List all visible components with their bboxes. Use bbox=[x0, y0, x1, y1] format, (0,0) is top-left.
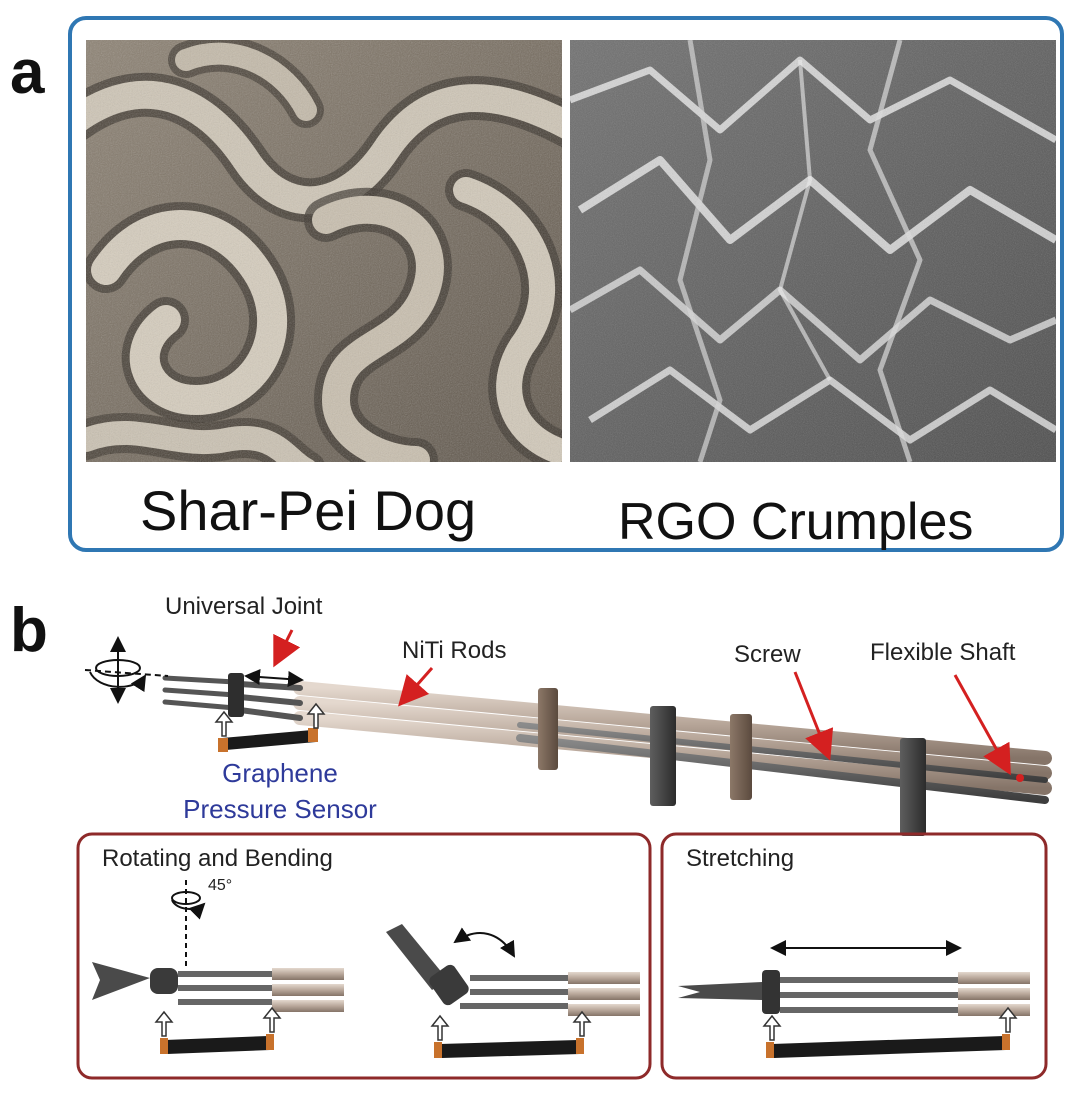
flexible-shaft-pointer bbox=[953, 674, 1011, 776]
shar-pei-dog-caption: Shar-Pei Dog bbox=[140, 479, 477, 542]
inset-rotating-frame bbox=[76, 832, 652, 1080]
graphene-sensor bbox=[214, 702, 326, 752]
rgo-crumples-micrograph bbox=[570, 40, 1056, 462]
rgo-crumples-caption: RGO Crumples bbox=[618, 493, 974, 551]
angle-label: 45° bbox=[208, 877, 232, 894]
niti-rods-pointer bbox=[398, 667, 434, 707]
label-universal-joint: Universal Joint bbox=[165, 593, 323, 620]
rotation-symbol-icon bbox=[84, 636, 169, 704]
surgical-tool-diagram: Universal Joint NiTi Rods Screw Flexible… bbox=[76, 593, 1052, 1080]
rotating-instrument bbox=[92, 880, 344, 1054]
inset-stretching-title: Stretching bbox=[686, 845, 794, 872]
panel-b-letter: b bbox=[10, 596, 48, 665]
label-flexible-shaft: Flexible Shaft bbox=[870, 639, 1016, 666]
label-niti-rods: NiTi Rods bbox=[402, 637, 506, 664]
shar-pei-dog-photo bbox=[86, 40, 562, 462]
screw-pointer bbox=[793, 671, 834, 761]
support-plate bbox=[730, 714, 752, 800]
support-plate bbox=[650, 706, 676, 806]
label-graphene: Graphene bbox=[222, 758, 338, 788]
universal-joint-block bbox=[228, 673, 244, 717]
bending-instrument bbox=[386, 924, 640, 1058]
inset-stretching-frame bbox=[660, 832, 1048, 1080]
inset-rotating-title: Rotating and Bending bbox=[102, 845, 333, 872]
label-pressure-sensor: Pressure Sensor bbox=[183, 794, 377, 824]
universal-joint-pointer bbox=[273, 629, 301, 668]
shaft-tip bbox=[1016, 774, 1024, 782]
support-plate bbox=[900, 738, 926, 836]
stretching-instrument bbox=[678, 940, 1030, 1058]
support-plate bbox=[538, 688, 558, 770]
label-screw: Screw bbox=[734, 641, 801, 668]
panel-a-frame bbox=[68, 16, 1064, 552]
main-instrument bbox=[162, 673, 1052, 836]
joint-span-arrow bbox=[244, 669, 304, 687]
panel-a-letter: a bbox=[10, 38, 45, 107]
